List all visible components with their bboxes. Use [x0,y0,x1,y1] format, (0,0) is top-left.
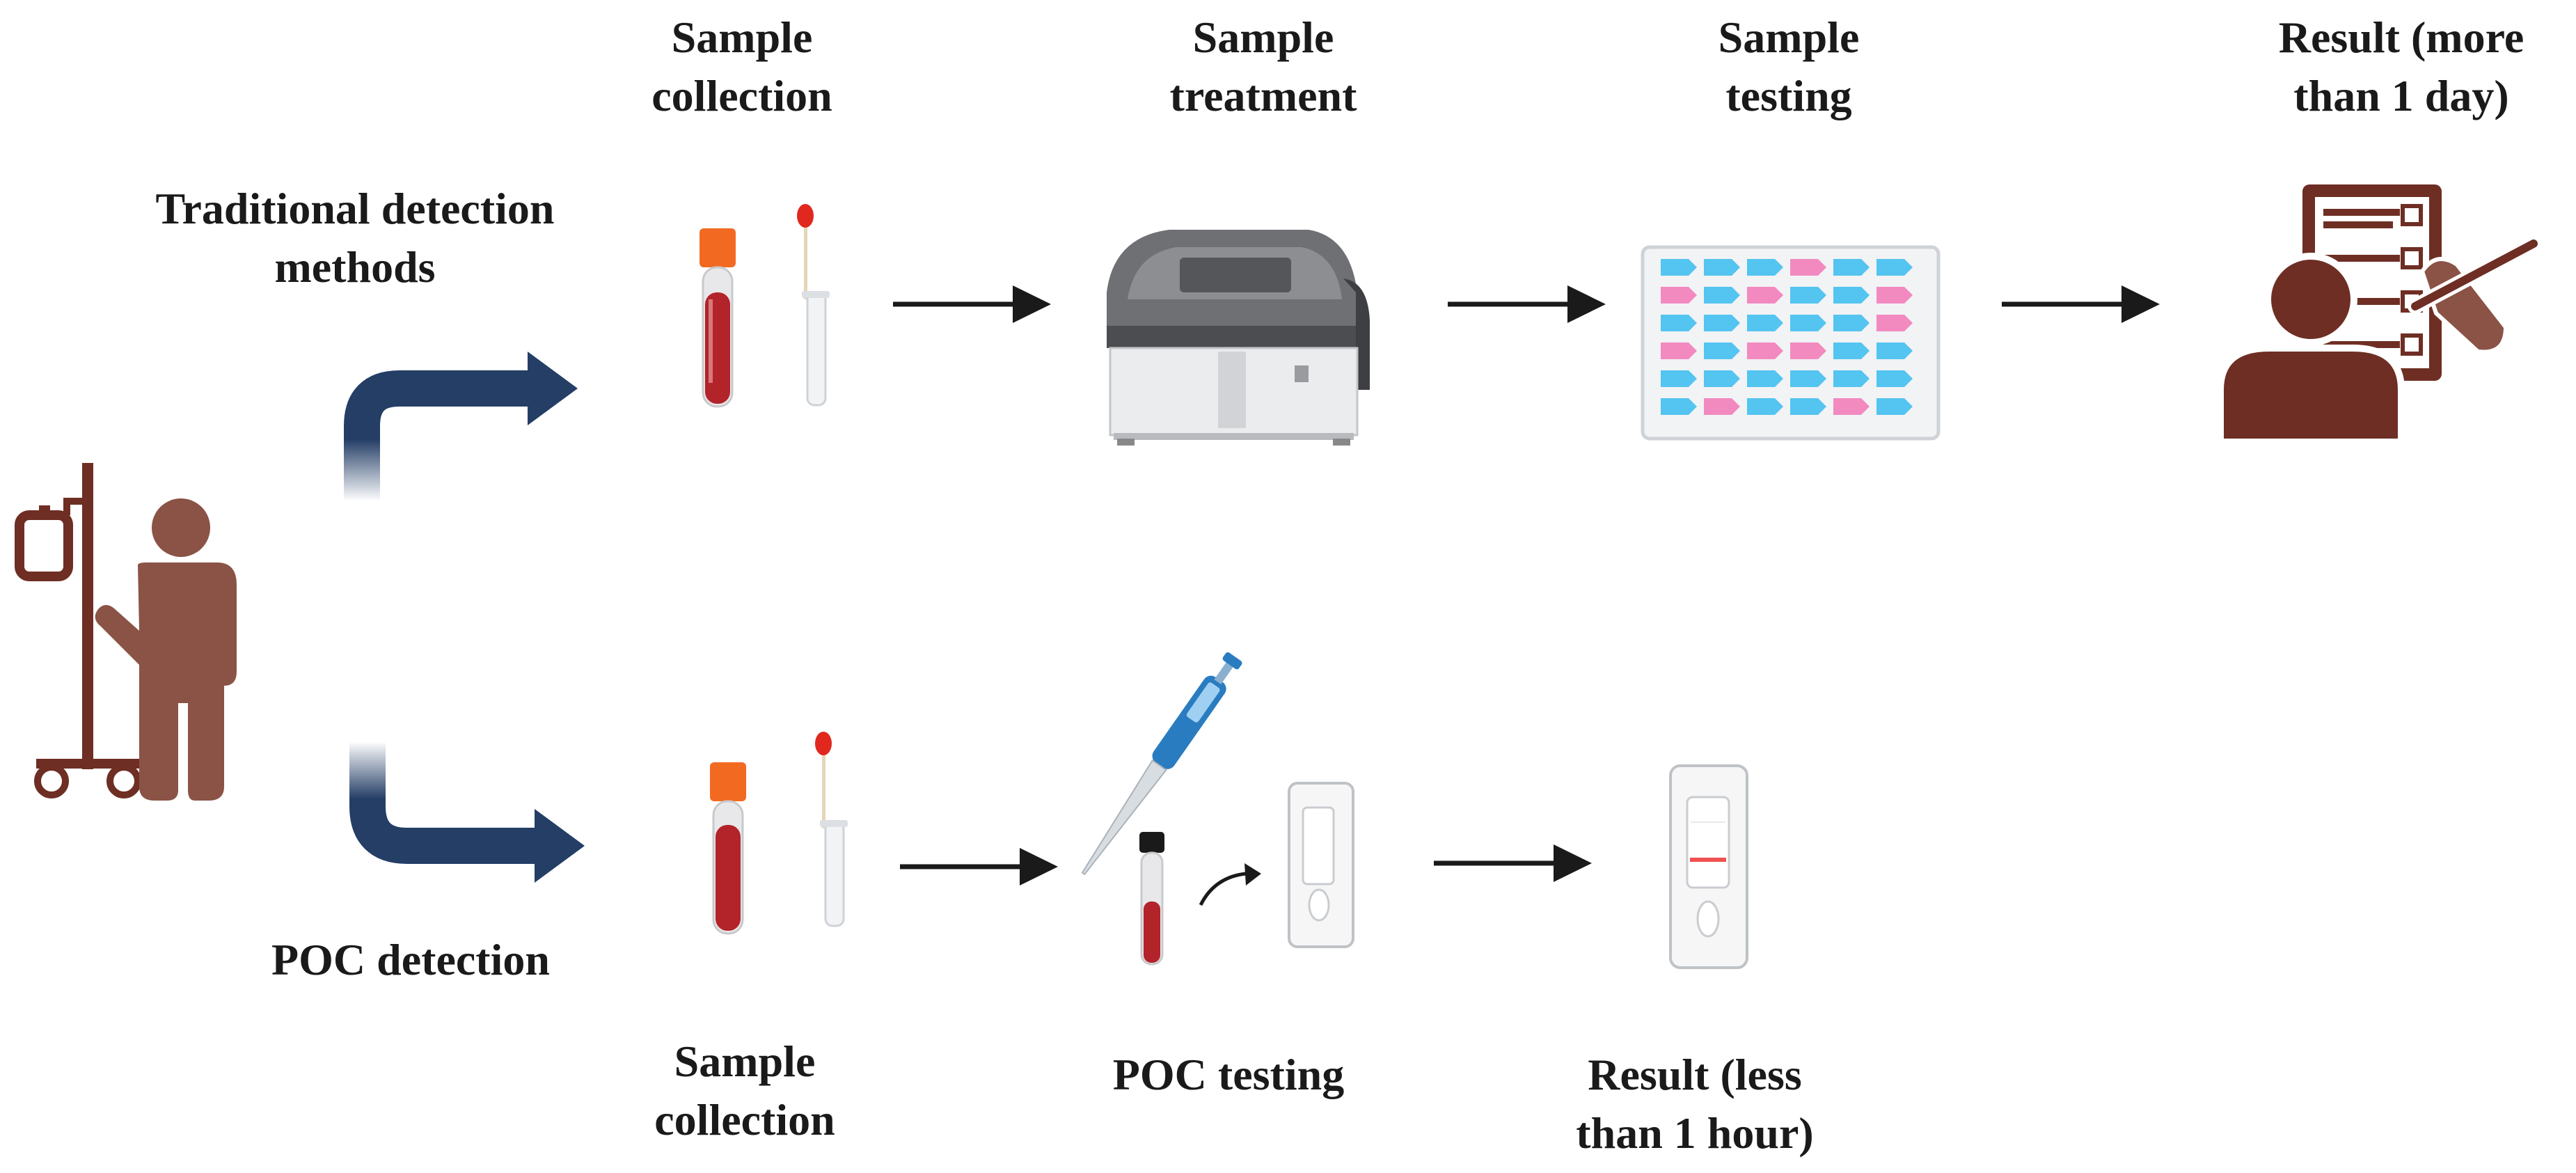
plate-well [1704,259,1740,276]
plate-well [1661,343,1697,359]
plate-well [1661,398,1697,415]
step-label-line: Result (less [1588,1050,1802,1099]
blood-tube-and-swab-icon [710,732,848,935]
step-label-sample-collection: Sample collection [603,8,881,125]
lab-analyzer-machine-icon [1107,230,1370,446]
blood-tube-and-swab-icon [700,204,830,408]
plate-well [1747,398,1783,415]
plate-well [1790,343,1826,359]
plate-well [1704,343,1740,359]
plate-well [1704,315,1740,331]
step-label-line: than 1 hour) [1576,1108,1814,1158]
plate-well [1876,343,1913,359]
plate-well [1661,259,1697,276]
plate-well [1790,287,1826,304]
plate-well [1704,370,1740,387]
step-label-line: POC testing [1112,1050,1345,1099]
lateral-flow-test-result-icon [1669,764,1748,969]
plate-well [1833,287,1870,304]
step-label-line: Result (more [2278,13,2524,62]
plate-well [1790,259,1826,276]
plate-well [1661,315,1697,331]
step-label-line: than 1 day) [2293,71,2509,120]
plate-well [1704,398,1740,415]
plate-well [1876,398,1913,415]
plate-well [1747,259,1783,276]
poc-row-label-text: POC detection [271,935,550,984]
plate-well [1833,343,1870,359]
plate-well [1833,398,1870,415]
step-label-line: Sample [1192,13,1334,62]
traditional-row-label-line: Traditional detection [155,184,555,233]
step-label-line: collection [654,1095,835,1144]
step-label-sample-treatment: Sample treatment [1124,8,1402,125]
step-label-poc-testing: POC testing [1072,1046,1385,1104]
plate-well [1876,370,1913,387]
plate-well [1747,370,1783,387]
traditional-row-label: Traditional detection methods [111,180,599,297]
plate-well [1747,315,1783,331]
plate-well [1747,343,1783,359]
traditional-route-arrow [344,352,578,501]
plate-well [1833,370,1870,387]
step-label-line: treatment [1169,71,1357,120]
plate-well [1833,259,1870,276]
poc-route-arrow [349,741,585,883]
step-label-result-traditional: Result (more than 1 day) [2241,8,2561,125]
step-arrow [1448,285,1606,323]
well-plate-icon [1641,245,1941,441]
plate-well [1790,370,1826,387]
plate-well [1876,259,1913,276]
traditional-row-label-line: methods [274,242,436,292]
plate-well [1661,370,1697,387]
step-label-sample-testing: Sample testing [1650,8,1928,125]
plate-well [1876,315,1913,331]
poc-row-label: POC detection [209,931,613,989]
plate-well [1661,287,1697,304]
plate-well [1747,287,1783,304]
pipette-and-test-strip-icon [1081,652,1354,966]
step-arrow [1434,844,1592,882]
plate-well [1704,287,1740,304]
step-label-line: testing [1725,71,1852,120]
step-arrow [900,848,1058,885]
plate-well [1833,315,1870,331]
step-label-result-poc: Result (less than 1 hour) [1538,1046,1851,1163]
plate-well [1790,315,1826,331]
step-label-line: Sample [671,13,813,62]
patient-with-iv-drip-icon [15,463,237,801]
step-label-line: collection [651,71,832,120]
step-arrow [2002,285,2160,323]
step-label-line: Sample [1718,13,1860,62]
step-label-line: Sample [674,1037,816,1086]
plate-well [1876,287,1913,304]
step-arrow [893,285,1051,323]
doctor-checklist-icon [2217,184,2541,446]
step-label-poc-sample-collection: Sample collection [606,1032,884,1149]
plate-well [1790,398,1826,415]
